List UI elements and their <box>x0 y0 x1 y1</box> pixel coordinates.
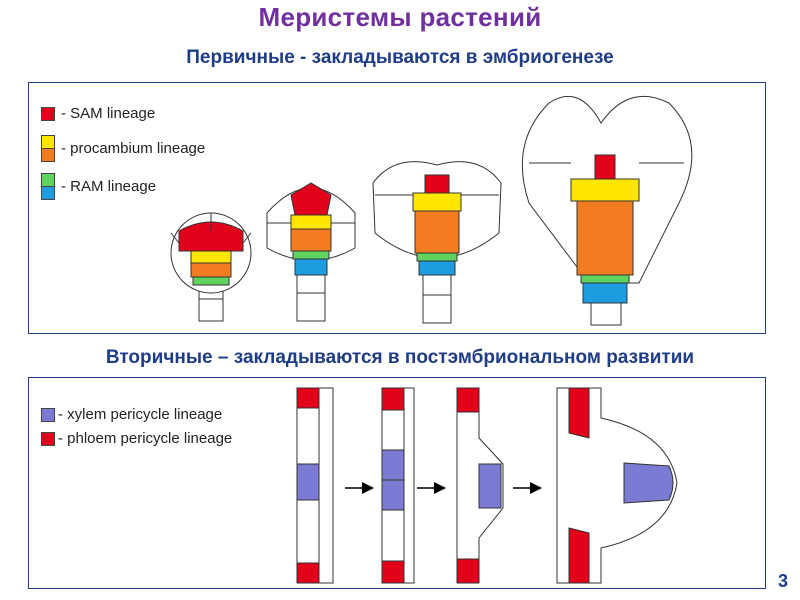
legend-item-sam: - SAM lineage <box>41 105 155 122</box>
legend-label-xylem-pericycle: - xylem pericycle lineage <box>58 406 223 423</box>
lateral-root-stage-4 <box>556 387 678 584</box>
procambium-swatch <box>41 135 55 162</box>
slide-title: Меристемы растений <box>258 2 542 32</box>
xylem-pericycle-swatch <box>41 407 55 422</box>
legend-label-procambium: - procambium lineage <box>61 140 206 157</box>
embryo-stage-4 <box>521 95 693 326</box>
secondary-meristems-panel: - xylem pericycle lineage - phloem peric… <box>28 377 766 589</box>
lateral-root-stage-2 <box>381 387 415 584</box>
legend-item-xylem-pericycle: - xylem pericycle lineage <box>41 406 222 423</box>
legend-label-phloem-pericycle: - phloem pericycle lineage <box>58 430 233 447</box>
legend-item-phloem-pericycle: - phloem pericycle lineage <box>41 430 232 447</box>
legend-item-ram: - RAM lineage <box>41 173 156 200</box>
ram-swatch <box>41 173 55 200</box>
embryo-stage-1 <box>170 212 252 322</box>
lateral-root-stage-3 <box>456 387 504 584</box>
embryo-stage-3 <box>372 161 502 324</box>
embryo-stages-illustration <box>170 95 693 326</box>
secondary-meristems-heading: Вторичные – закладываются в постэмбриона… <box>105 347 695 368</box>
sam-swatch <box>41 106 55 121</box>
legend-label-ram: - RAM lineage <box>61 178 157 195</box>
phloem-pericycle-swatch <box>41 431 55 446</box>
primary-meristems-heading: Первичные - закладываются в эмбриогенезе <box>186 47 614 68</box>
embryo-stage-2 <box>266 182 356 322</box>
legend-item-procambium: - procambium lineage <box>41 135 205 162</box>
primary-meristems-panel: - SAM lineage - procambium lineage - RAM… <box>28 82 766 334</box>
lateral-root-stages-illustration <box>296 387 678 584</box>
page-number: 3 <box>777 571 788 591</box>
legend-label-sam: - SAM lineage <box>61 105 156 122</box>
lateral-root-stage-1 <box>296 387 334 584</box>
